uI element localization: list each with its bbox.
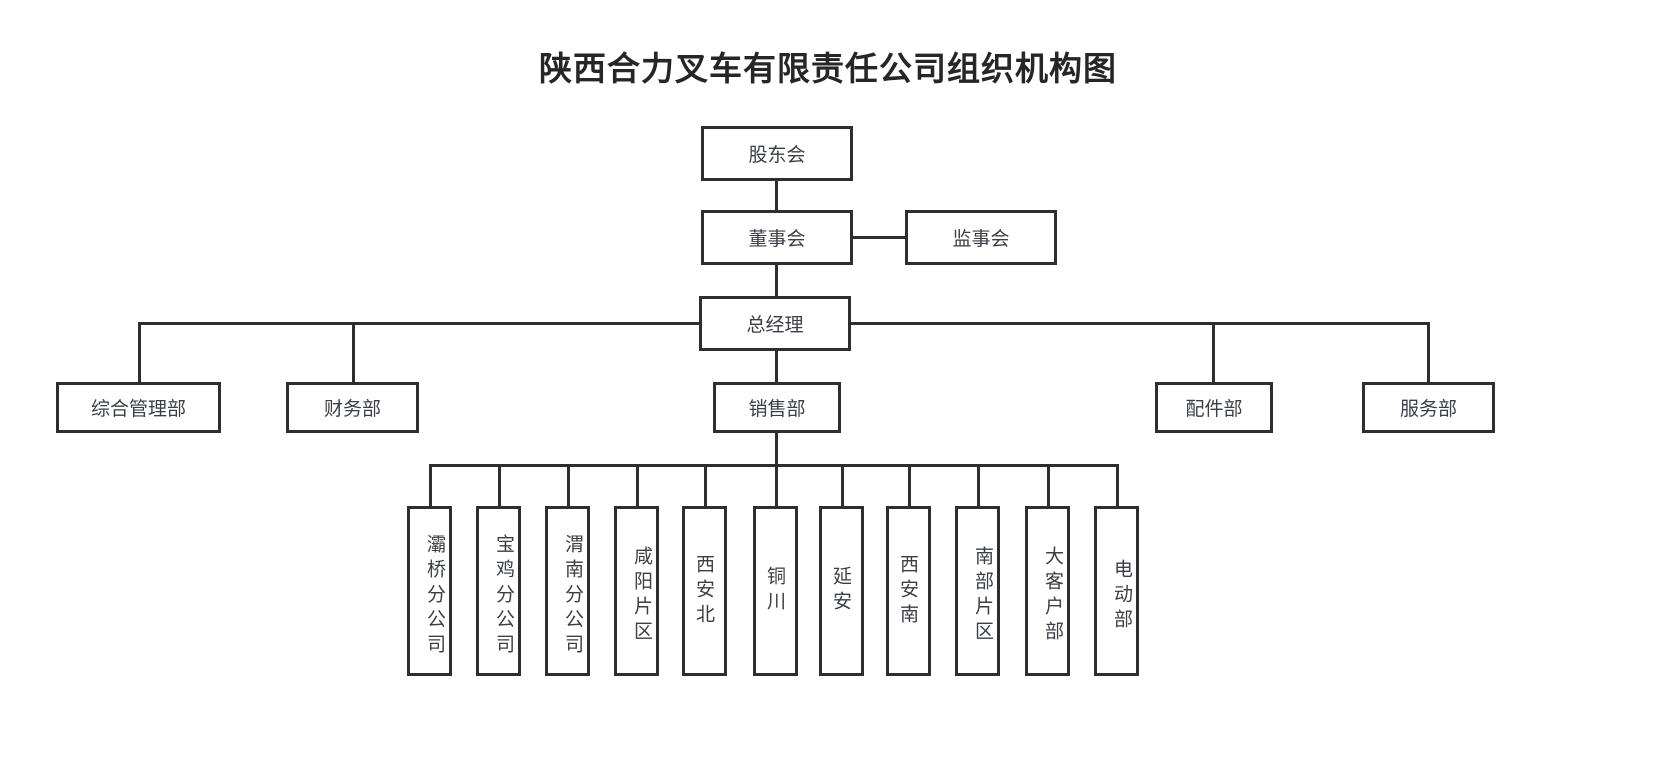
node-dept-parts[interactable]: 配件部 [1155,382,1273,433]
connector-drop-sales [775,351,778,382]
connector-drop-finance [352,322,355,382]
node-unit-weinan[interactable]: 渭南分公司 [545,506,590,676]
connector-gm-left-bus [138,322,701,325]
node-unit-key-account[interactable]: 大客户部 [1025,506,1070,676]
connector-drop-xian-south [908,464,911,506]
connector-drop-electric [1116,464,1119,506]
connector-sales-bus [429,464,1118,467]
connector-drop-weinan [567,464,570,506]
connector-board-to-supervisors [851,236,907,239]
connector-drop-baoji [498,464,501,506]
node-unit-baoji[interactable]: 宝鸡分公司 [476,506,521,676]
node-dept-service[interactable]: 服务部 [1362,382,1495,433]
node-board[interactable]: 董事会 [701,210,853,265]
node-general-manager[interactable]: 总经理 [699,296,851,351]
node-unit-baqiao[interactable]: 灞桥分公司 [407,506,452,676]
connector-sales-stem [775,433,778,466]
node-dept-admin[interactable]: 综合管理部 [56,382,221,433]
connector-drop-service [1427,322,1430,382]
connector-gm-right-bus [849,322,1429,325]
connector-drop-parts [1212,322,1215,382]
node-unit-xian-north[interactable]: 西安北 [682,506,727,676]
node-shareholders[interactable]: 股东会 [701,126,853,181]
node-dept-finance[interactable]: 财务部 [286,382,419,433]
connector-drop-xian-north [704,464,707,506]
connector-board-to-gm [775,265,778,296]
page-title: 陕西合力叉车有限责任公司组织机构图 [539,49,1117,88]
node-unit-xian-south[interactable]: 西安南 [886,506,931,676]
connector-drop-south-area [977,464,980,506]
node-supervisors[interactable]: 监事会 [905,210,1057,265]
connector-drop-yanan [841,464,844,506]
node-unit-xianyang[interactable]: 咸阳片区 [614,506,659,676]
node-unit-tongchuan[interactable]: 铜川 [753,506,798,676]
node-dept-sales[interactable]: 销售部 [713,382,841,433]
connector-drop-xianyang [636,464,639,506]
connector-shareholders-to-board [775,181,778,210]
connector-drop-key-account [1047,464,1050,506]
connector-drop-tongchuan [775,464,778,506]
node-unit-yanan[interactable]: 延安 [819,506,864,676]
node-unit-south-area[interactable]: 南部片区 [955,506,1000,676]
node-unit-electric[interactable]: 电动部 [1094,506,1139,676]
connector-drop-admin [138,322,141,382]
connector-drop-baqiao [429,464,432,506]
